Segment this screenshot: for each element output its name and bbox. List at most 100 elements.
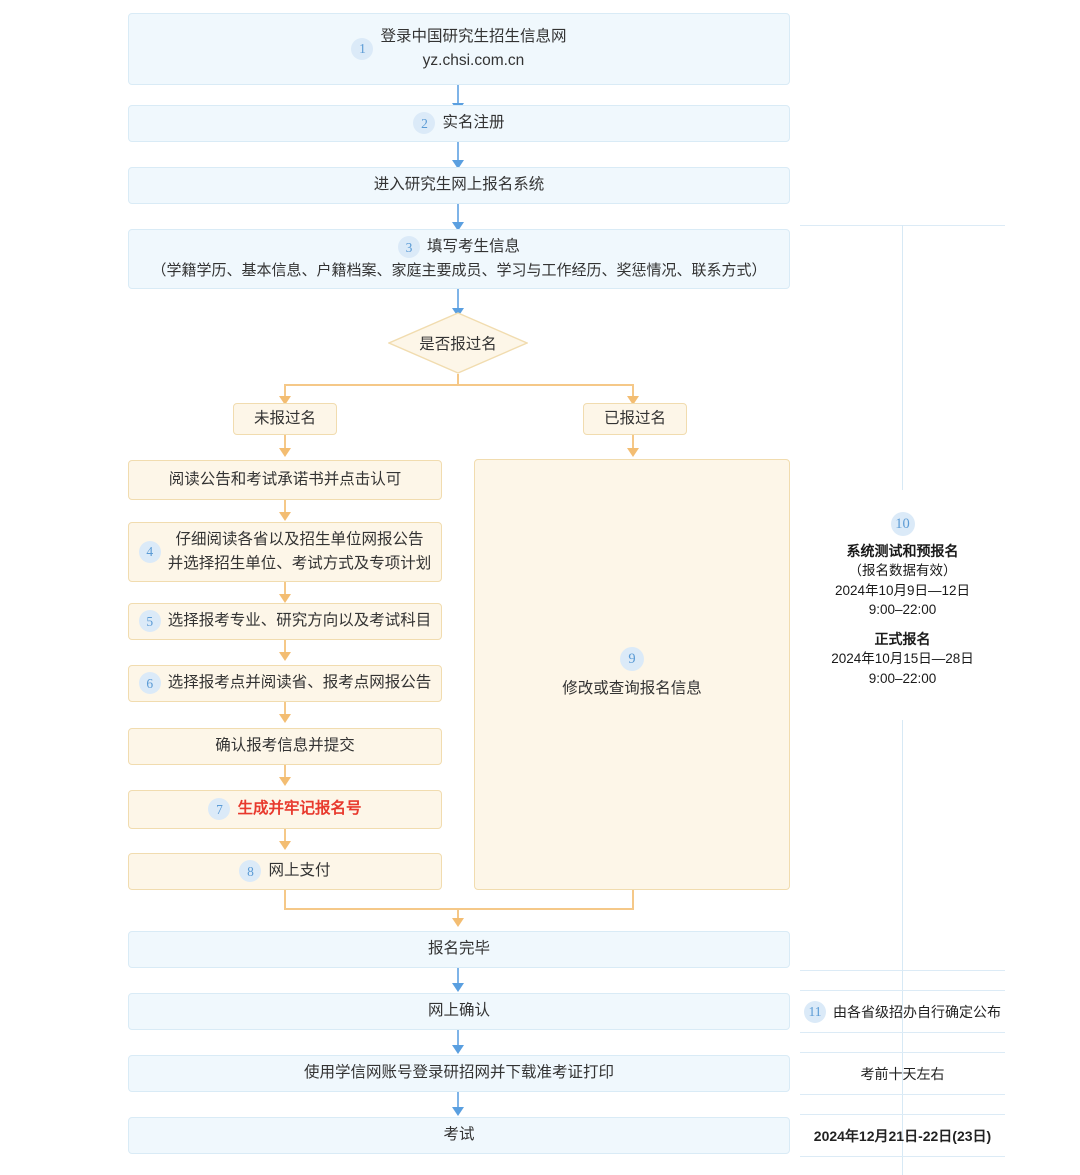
tail-step-exam-label: 考试 <box>443 1126 475 1144</box>
arrow-l6-l7 <box>278 841 291 850</box>
right-step-9-label: 修改或查询报名信息 <box>562 680 702 698</box>
timeline-formal-title: 正式报名 <box>874 630 931 647</box>
connector-l5-l6 <box>284 765 286 778</box>
step-realname-box[interactable]: 2 实名注册 <box>128 105 790 142</box>
branch-label-right-text: 已报过名 <box>603 409 666 427</box>
arrow-done-to-confirm <box>451 983 464 992</box>
connector-l2-l3 <box>284 582 286 595</box>
left-step-5[interactable]: 5 选择报考专业、研究方向以及考试科目 <box>128 603 442 640</box>
branch-label-not-registered[interactable]: 未报过名 <box>233 403 337 435</box>
step-number-badge-11: 11 <box>804 1000 826 1023</box>
arrow-merge-to-done <box>451 918 464 927</box>
step-login-text: 登录中国研究生招生信息网 yz.chsi.com.cn <box>380 25 566 73</box>
step-number-badge-9: 9 <box>620 647 644 672</box>
step-login-line1: 登录中国研究生招生信息网 <box>380 27 567 45</box>
step-number-badge-4: 4 <box>138 541 161 563</box>
left-step-6[interactable]: 6 选择报考点并阅读省、报考点网报公告 <box>128 665 442 702</box>
timeline-registration-block: 10 系统测试和预报名 （报名数据有效） 2024年10月9日—12日 9:00… <box>800 512 1005 688</box>
connector-login-to-realname <box>457 85 459 105</box>
tail-step-download-ticket[interactable]: 使用学信网账号登录研招网并下载准考证打印 <box>128 1055 790 1092</box>
step-enter-system-label: 进入研究生网上报名系统 <box>373 176 545 194</box>
tail-step-online-confirm[interactable]: 网上确认 <box>128 993 790 1030</box>
step-number-badge-5: 5 <box>138 610 161 633</box>
arrow-l5-l6 <box>278 777 291 786</box>
left-step-5-content: 5 选择报考专业、研究方向以及考试科目 <box>138 609 431 633</box>
diamond-shape-icon <box>388 312 528 374</box>
step-realname-label: 实名注册 <box>442 114 505 132</box>
step-fill-info-detail: （学籍学历、基本信息、户籍档案、家庭主要成员、学习与工作经历、奖惩情况、联系方式… <box>151 262 767 280</box>
guide-line-vertical-lower <box>902 720 903 970</box>
step-number-badge-8: 8 <box>239 860 262 883</box>
connector-branch-horizontal <box>284 384 634 386</box>
left-step-4[interactable]: 4 仔细阅读各省以及招生单位网报公告 并选择招生单位、考试方式及专项计划 <box>128 522 442 582</box>
left-step-4-line1: 仔细阅读各省以及招生单位网报公告 <box>175 530 424 548</box>
guide-line-row-5 <box>800 1094 1005 1095</box>
connector-left-label-down <box>284 435 286 449</box>
step-enter-system-box[interactable]: 进入研究生网上报名系统 <box>128 167 790 204</box>
left-step-confirm-submit[interactable]: 确认报考信息并提交 <box>128 728 442 765</box>
step-fill-info-content: 3 填写考生信息 （学籍学历、基本信息、户籍档案、家庭主要成员、学习与工作经历、… <box>129 235 789 282</box>
timeline-pretest-date: 2024年10月9日—12日 <box>834 582 971 598</box>
left-step-8-label: 网上支付 <box>268 862 331 880</box>
left-step-8-content: 8 网上支付 <box>239 859 331 883</box>
connector-l3-l4 <box>284 640 286 653</box>
connector-l6-l7 <box>284 829 286 842</box>
arrow-system-to-fillinfo <box>451 222 464 231</box>
guide-line-row-4 <box>800 1052 1005 1053</box>
step-number-badge-2: 2 <box>413 112 436 135</box>
decision-label: 是否报过名 <box>419 336 497 353</box>
connector-ticket-to-exam <box>457 1092 459 1108</box>
connector-fillinfo-to-decision <box>457 289 459 311</box>
left-step-7-content: 7 生成并牢记报名号 <box>208 797 362 821</box>
step-fill-info-box[interactable]: 3 填写考生信息 （学籍学历、基本信息、户籍档案、家庭主要成员、学习与工作经历、… <box>128 229 790 289</box>
timeline-formal-time: 9:00–22:00 <box>868 670 937 686</box>
arrow-l3-l4 <box>278 652 291 661</box>
connector-right-label-down <box>632 435 634 449</box>
timeline-row-confirm-date-label: 由各省级招办自行确定公布 <box>833 1003 1001 1020</box>
connector-branch-right-down <box>632 384 634 398</box>
left-step-4-content: 4 仔细阅读各省以及招生单位网报公告 并选择招生单位、考试方式及专项计划 <box>133 528 438 576</box>
connector-l4-l5 <box>284 702 286 715</box>
decision-has-registered[interactable]: 是否报过名 <box>388 312 528 374</box>
step-number-badge-7: 7 <box>208 798 231 821</box>
connector-left-merge-down <box>284 890 286 910</box>
connector-right-merge-down <box>632 890 634 910</box>
connector-l1-l2 <box>284 500 286 513</box>
connector-merge-center-down <box>457 908 459 920</box>
left-step-8[interactable]: 8 网上支付 <box>128 853 442 890</box>
step-fill-info-title: 填写考生信息 <box>426 238 520 256</box>
guide-line-row-2 <box>800 990 1005 991</box>
tail-step-exam[interactable]: 考试 <box>128 1117 790 1154</box>
branch-label-registered[interactable]: 已报过名 <box>583 403 687 435</box>
guide-line-vertical-rows <box>902 970 903 1175</box>
right-step-9-content: 9 修改或查询报名信息 <box>475 647 789 701</box>
left-step-confirm-submit-label: 确认报考信息并提交 <box>215 737 355 755</box>
arrow-branch-right <box>626 396 639 405</box>
arrow-l4-l5 <box>278 714 291 723</box>
arrow-confirm-to-ticket <box>451 1045 464 1054</box>
timeline-pretest-note: （报名数据有效） <box>848 563 957 579</box>
arrow-l2-l3 <box>278 594 291 603</box>
branch-label-left-text: 未报过名 <box>253 409 316 427</box>
tail-step-online-confirm-label: 网上确认 <box>427 1002 490 1020</box>
step-login-content: 1 登录中国研究生招生信息网 yz.chsi.com.cn <box>351 25 567 73</box>
left-step-7[interactable]: 7 生成并牢记报名号 <box>128 790 442 829</box>
left-step-7-label: 生成并牢记报名号 <box>237 800 362 818</box>
timeline-row-ticket-date: 考前十天左右 <box>800 1055 1005 1092</box>
guide-line-row-6 <box>800 1114 1005 1115</box>
step-number-badge-10: 10 <box>890 512 915 536</box>
step-number-badge-1: 1 <box>351 38 374 60</box>
step-fill-info-title-row: 3 填写考生信息 <box>397 235 520 259</box>
left-step-read-notice[interactable]: 阅读公告和考试承诺书并点击认可 <box>128 460 442 500</box>
connector-decision-down <box>457 374 459 385</box>
timeline-row-exam-date-label: 2024年12月21日-22日(23日) <box>813 1127 992 1144</box>
guide-line-row-3 <box>800 1032 1005 1033</box>
arrow-left-label-down <box>278 448 291 457</box>
connector-branch-left-down <box>284 384 286 398</box>
right-step-9[interactable]: 9 修改或查询报名信息 <box>474 459 790 890</box>
tail-step-done[interactable]: 报名完毕 <box>128 931 790 968</box>
step-number-badge-6: 6 <box>138 672 161 695</box>
step-login-box[interactable]: 1 登录中国研究生招生信息网 yz.chsi.com.cn <box>128 13 790 85</box>
tail-step-download-ticket-label: 使用学信网账号登录研招网并下载准考证打印 <box>303 1064 614 1082</box>
